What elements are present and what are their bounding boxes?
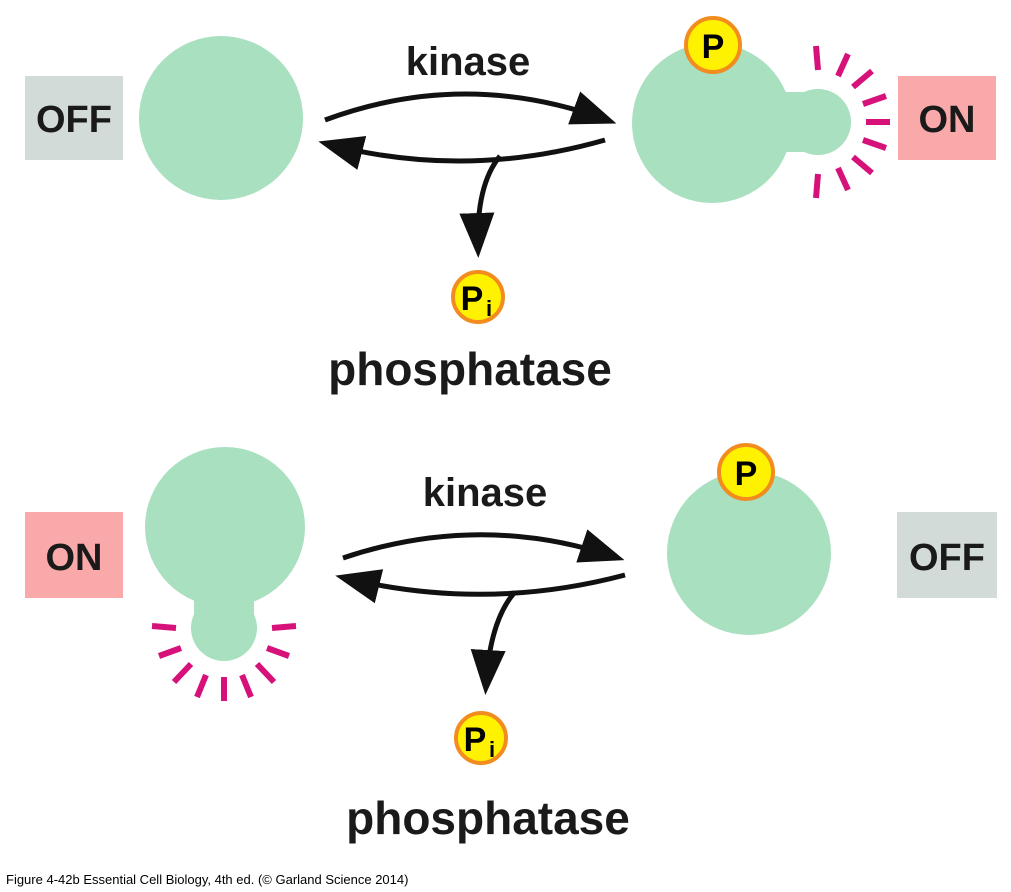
top-kinase-arrow (324, 91, 617, 125)
top-released-phosphate-subscript: i (486, 296, 492, 321)
bottom-right-state-label: OFF (909, 537, 985, 579)
bottom-phosphate-release-arrow (470, 590, 517, 695)
top-panel: OFF kinase P i phosphatase P (25, 16, 996, 395)
top-active-protein (632, 43, 851, 203)
top-attached-phosphate-label: P (702, 28, 725, 66)
state-box-background (898, 76, 996, 160)
bottom-active-protein (145, 447, 305, 661)
bottom-activity-rays (151, 623, 297, 701)
bottom-released-phosphate-subscript: i (489, 737, 495, 762)
top-released-phosphate-icon: P i (451, 270, 505, 324)
top-inactive-protein (139, 36, 303, 200)
top-phosphate-release-arrow (459, 154, 502, 258)
top-left-state-label: OFF (36, 99, 112, 141)
bottom-off-state-box: OFF (897, 512, 997, 598)
top-phosphatase-arrow (318, 135, 606, 170)
top-phosphatase-label: phosphatase (328, 343, 612, 395)
top-kinase-label: kinase (406, 40, 531, 84)
bottom-phosphatase-arrow (335, 569, 626, 604)
bottom-on-state-box: ON (25, 512, 123, 598)
bottom-left-state-label: ON (46, 537, 103, 579)
top-right-state-label: ON (919, 99, 976, 141)
bottom-inactive-protein (667, 471, 831, 635)
bottom-phosphatase-label: phosphatase (346, 792, 630, 844)
state-box-background (25, 512, 123, 598)
top-on-state-box: ON (898, 76, 996, 160)
figure-caption: Figure 4-42b Essential Cell Biology, 4th… (6, 872, 408, 887)
top-released-phosphate-label: P (461, 280, 484, 318)
bottom-released-phosphate-icon: P i (454, 711, 508, 765)
top-attached-phosphate-icon: P (684, 16, 742, 74)
bottom-kinase-label: kinase (423, 471, 548, 515)
bottom-released-phosphate-label: P (464, 721, 487, 759)
bottom-kinase-arrow (342, 529, 625, 563)
bottom-attached-phosphate-icon: P (717, 443, 775, 501)
top-off-state-box: OFF (25, 76, 123, 160)
state-box-background (897, 512, 997, 598)
bottom-attached-phosphate-label: P (735, 455, 758, 493)
state-box-background (25, 76, 123, 160)
bottom-panel: ON kinase P i (25, 443, 997, 844)
top-activity-rays (813, 45, 890, 199)
